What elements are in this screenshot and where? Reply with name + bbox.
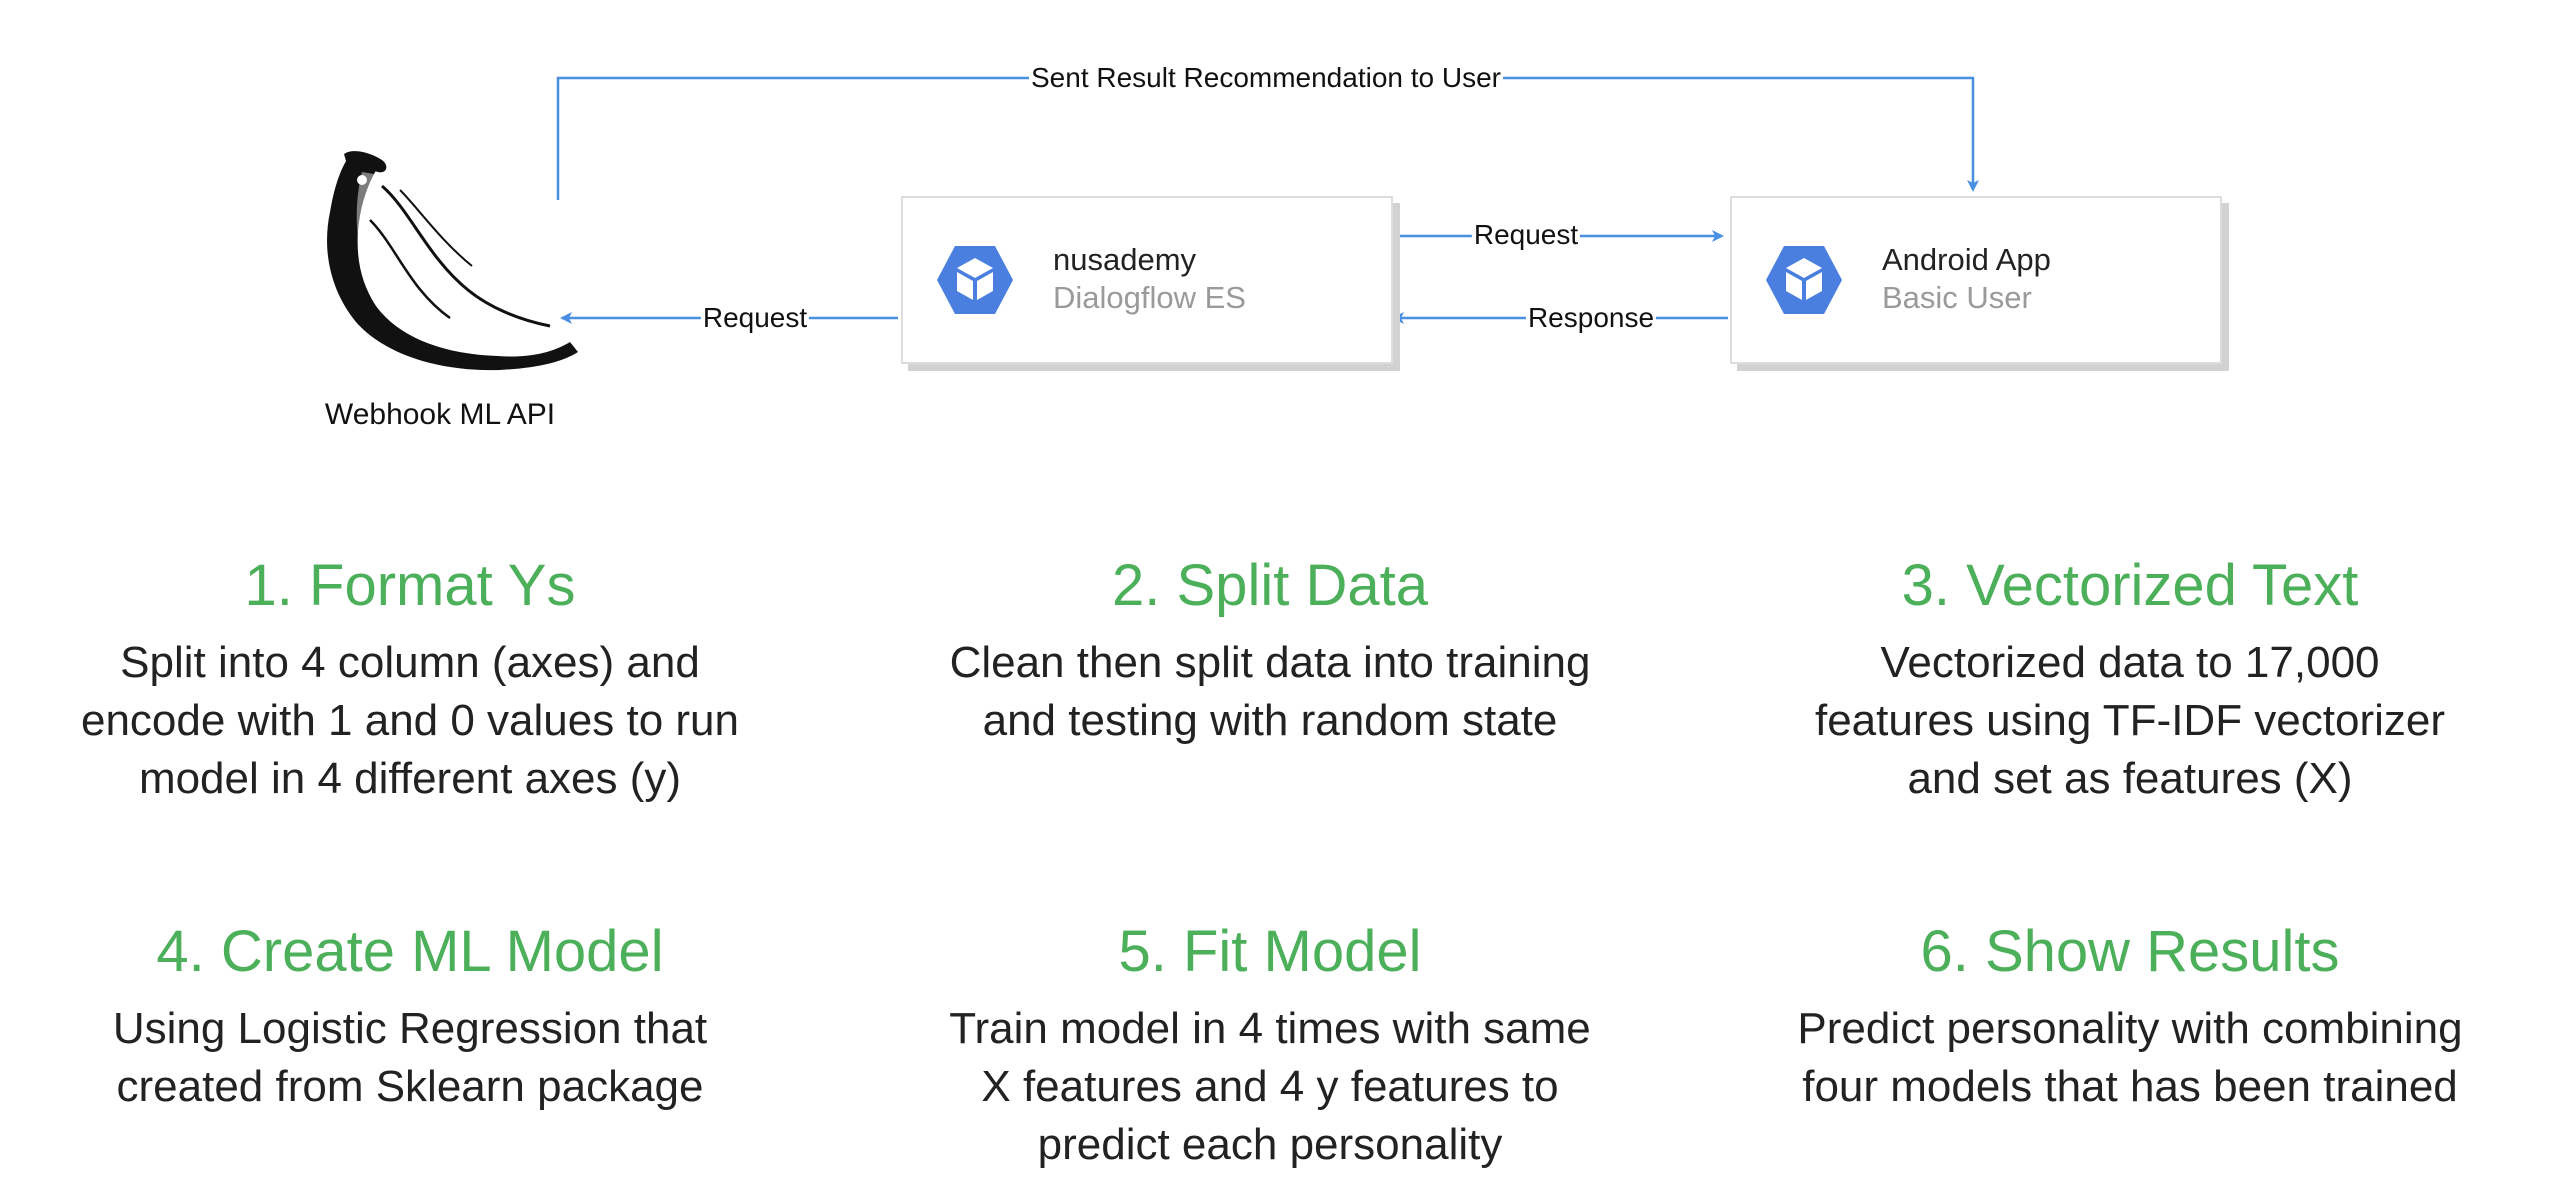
step-2: 2. Split Data Clean then split data into… — [860, 552, 1680, 750]
step-line: and testing with random state — [982, 696, 1558, 745]
step-4: 4. Create ML Model Using Logistic Regres… — [0, 918, 820, 1116]
step-description: Clean then split data into training and … — [860, 634, 1680, 750]
step-description: Predict personality with combining four … — [1720, 1000, 2540, 1116]
step-line: features using TF-IDF vectorizer — [1814, 696, 2446, 745]
step-line: predict each personality — [1037, 1120, 1503, 1169]
step-line: Using Logistic Regression that — [112, 1004, 708, 1053]
step-line: Vectorized data to 17,000 — [1880, 638, 2380, 687]
step-title: 1. Format Ys — [244, 553, 576, 618]
step-line: Predict personality with combining — [1797, 1004, 2463, 1053]
step-description: Split into 4 column (axes) and encode wi… — [0, 634, 820, 808]
step-1: 1. Format Ys Split into 4 column (axes) … — [0, 552, 820, 808]
android-node: Android App Basic User — [1730, 196, 2222, 364]
edge-label-response: Response — [1525, 302, 1657, 334]
step-5: 5. Fit Model Train model in 4 times with… — [860, 918, 1680, 1174]
arrow-sent-result — [556, 76, 1979, 200]
step-title: 2. Split Data — [1112, 553, 1428, 618]
step-title: 6. Show Results — [1920, 919, 2340, 984]
step-line: X features and 4 y features to — [981, 1062, 1559, 1111]
node-title: nusademy — [1053, 242, 1197, 277]
edge-label-sent-result: Sent Result Recommendation to User — [1029, 62, 1503, 94]
step-line: created from Sklearn package — [116, 1062, 704, 1111]
step-line: four models that has been trained — [1802, 1062, 2458, 1111]
step-title: 3. Vectorized Text — [1901, 553, 2359, 618]
dialogflow-node: nusademy Dialogflow ES — [901, 196, 1393, 364]
step-3: 3. Vectorized Text Vectorized data to 17… — [1720, 552, 2540, 808]
step-description: Using Logistic Regression that created f… — [0, 1000, 820, 1116]
webhook-label: Webhook ML API — [324, 398, 556, 431]
cube-icon — [1766, 246, 1842, 314]
step-line: encode with 1 and 0 values to run — [80, 696, 739, 745]
cube-icon — [937, 246, 1013, 314]
edge-label-request-webhook: Request — [700, 302, 810, 334]
step-line: and set as features (X) — [1907, 754, 2353, 803]
step-title: 5. Fit Model — [1118, 919, 1422, 984]
step-line: Train model in 4 times with same — [949, 1004, 1591, 1053]
step-6: 6. Show Results Predict personality with… — [1720, 918, 2540, 1116]
step-title: 4. Create ML Model — [156, 919, 664, 984]
edge-label-request-app: Request — [1471, 219, 1581, 251]
node-subtitle: Basic User — [1882, 280, 2032, 315]
node-subtitle: Dialogflow ES — [1053, 280, 1246, 315]
node-title: Android App — [1882, 242, 2051, 277]
step-line: model in 4 different axes (y) — [138, 754, 682, 803]
flask-horn-icon — [327, 151, 578, 371]
step-line: Split into 4 column (axes) and — [120, 638, 700, 687]
step-description: Train model in 4 times with same X featu… — [860, 1000, 1680, 1174]
step-description: Vectorized data to 17,000 features using… — [1720, 634, 2540, 808]
step-line: Clean then split data into training — [949, 638, 1591, 687]
